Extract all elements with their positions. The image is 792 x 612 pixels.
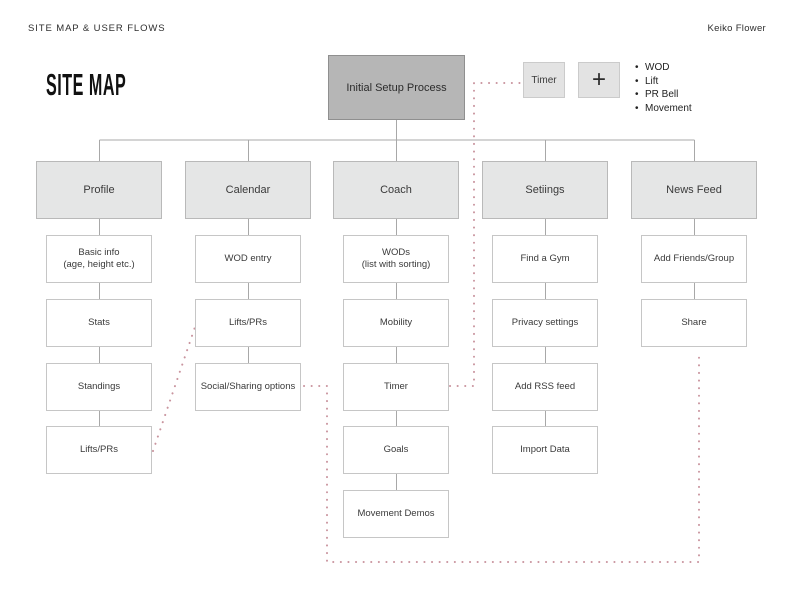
node-initial-setup-process: Initial Setup Process bbox=[328, 55, 465, 120]
node-standings: Standings bbox=[46, 363, 152, 411]
legend-item: •Movement bbox=[635, 102, 692, 114]
node-import-data: Import Data bbox=[492, 426, 598, 474]
node-mobility: Mobility bbox=[343, 299, 449, 347]
node-category-calendar: Calendar bbox=[185, 161, 311, 219]
node-social-sharing-options: Social/Sharing options bbox=[195, 363, 301, 411]
node-add-widget: + bbox=[578, 62, 620, 98]
bullet-icon: • bbox=[635, 89, 639, 100]
bullet-icon: • bbox=[635, 62, 639, 73]
node-wod-entry: WOD entry bbox=[195, 235, 301, 283]
node-stats: Stats bbox=[46, 299, 152, 347]
node-calendar-lifts-prs: Lifts/PRs bbox=[195, 299, 301, 347]
node-add-friends-group: Add Friends/Group bbox=[641, 235, 747, 283]
node-profile-lifts-prs: Lifts/PRs bbox=[46, 426, 152, 474]
node-category-profile: Profile bbox=[36, 161, 162, 219]
bullet-icon: • bbox=[635, 75, 639, 87]
node-movement-demos: Movement Demos bbox=[343, 490, 449, 538]
tree-connectors bbox=[99, 120, 695, 490]
node-basic-info: Basic info (age, height etc.) bbox=[46, 235, 152, 283]
author-name: Keiko Flower bbox=[707, 23, 766, 34]
plus-icon: + bbox=[591, 66, 606, 93]
node-share: Share bbox=[641, 299, 747, 347]
flow-coach-timer-to-timer-widget bbox=[449, 82, 521, 387]
legend-item: •WOD bbox=[635, 62, 670, 73]
document-title: SITE MAP & USER FLOWS bbox=[28, 23, 166, 34]
node-category-settings: Setiings bbox=[482, 161, 608, 219]
page-title: SITE MAP bbox=[46, 67, 127, 102]
legend-item: •PR Bell bbox=[635, 89, 679, 100]
node-find-a-gym: Find a Gym bbox=[492, 235, 598, 283]
node-timer-widget: Timer bbox=[523, 62, 565, 98]
flow-social-sharing-to-share bbox=[303, 351, 700, 563]
node-wods-list: WODs (list with sorting) bbox=[343, 235, 449, 283]
bullet-icon: • bbox=[635, 102, 639, 114]
flow-profile-lifts-to-calendar-lifts bbox=[152, 323, 197, 452]
node-goals: Goals bbox=[343, 426, 449, 474]
node-label: Timer bbox=[531, 74, 557, 86]
node-category-newsfeed: News Feed bbox=[631, 161, 757, 219]
node-label: Initial Setup Process bbox=[346, 81, 447, 94]
legend-list: •WOD •Lift •PR Bell •Movement bbox=[635, 61, 692, 115]
node-category-coach: Coach bbox=[333, 161, 459, 219]
legend-item: •Lift bbox=[635, 75, 659, 87]
node-coach-timer: Timer bbox=[343, 363, 449, 411]
node-add-rss-feed: Add RSS feed bbox=[492, 363, 598, 411]
node-privacy-settings: Privacy settings bbox=[492, 299, 598, 347]
